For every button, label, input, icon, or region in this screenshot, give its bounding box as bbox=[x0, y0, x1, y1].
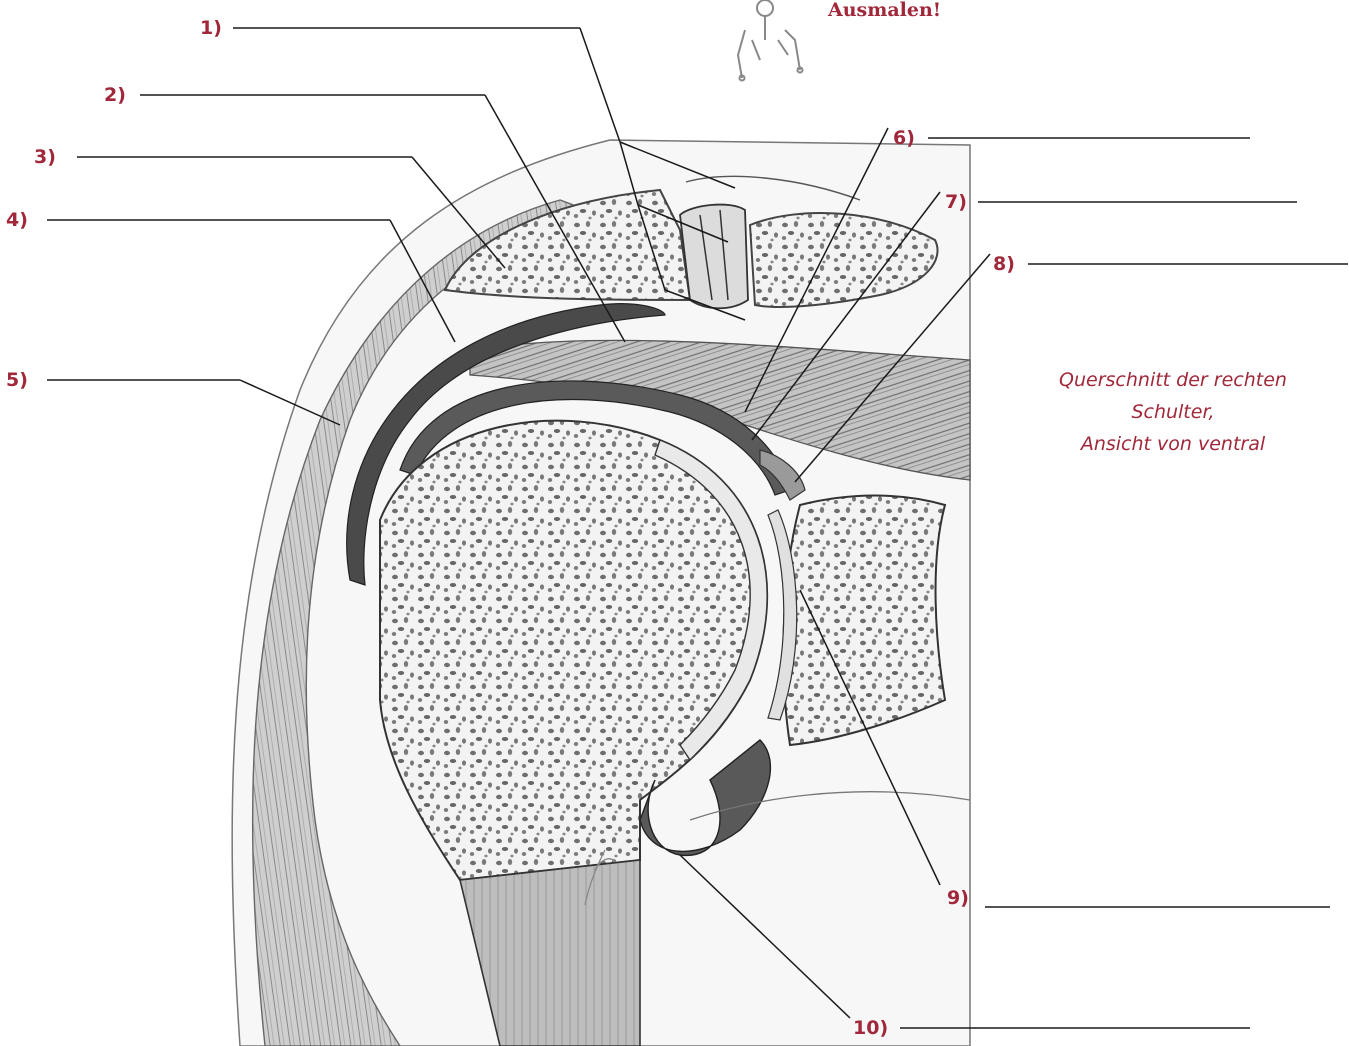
label-1: 1) bbox=[200, 17, 222, 39]
skeleton-icon bbox=[738, 0, 803, 81]
coloring-badge: Ausmalen! bbox=[827, 0, 941, 21]
caption-line-3: Ansicht von ventral bbox=[1079, 433, 1266, 455]
scapula-glenoid bbox=[783, 496, 945, 745]
label-6: 6) bbox=[893, 127, 915, 149]
caption-line-2: Schulter, bbox=[1131, 401, 1214, 423]
label-3: 3) bbox=[34, 146, 56, 168]
label-9: 9) bbox=[947, 887, 969, 909]
label-4: 4) bbox=[6, 209, 28, 231]
label-8: 8) bbox=[993, 253, 1015, 275]
label-5: 5) bbox=[6, 369, 28, 391]
acromioclavicular-joint bbox=[680, 205, 748, 309]
label-10: 10) bbox=[853, 1017, 888, 1039]
label-7: 7) bbox=[945, 191, 967, 213]
caption-line-1: Querschnitt der rechten bbox=[1059, 369, 1287, 391]
label-2: 2) bbox=[104, 84, 126, 106]
